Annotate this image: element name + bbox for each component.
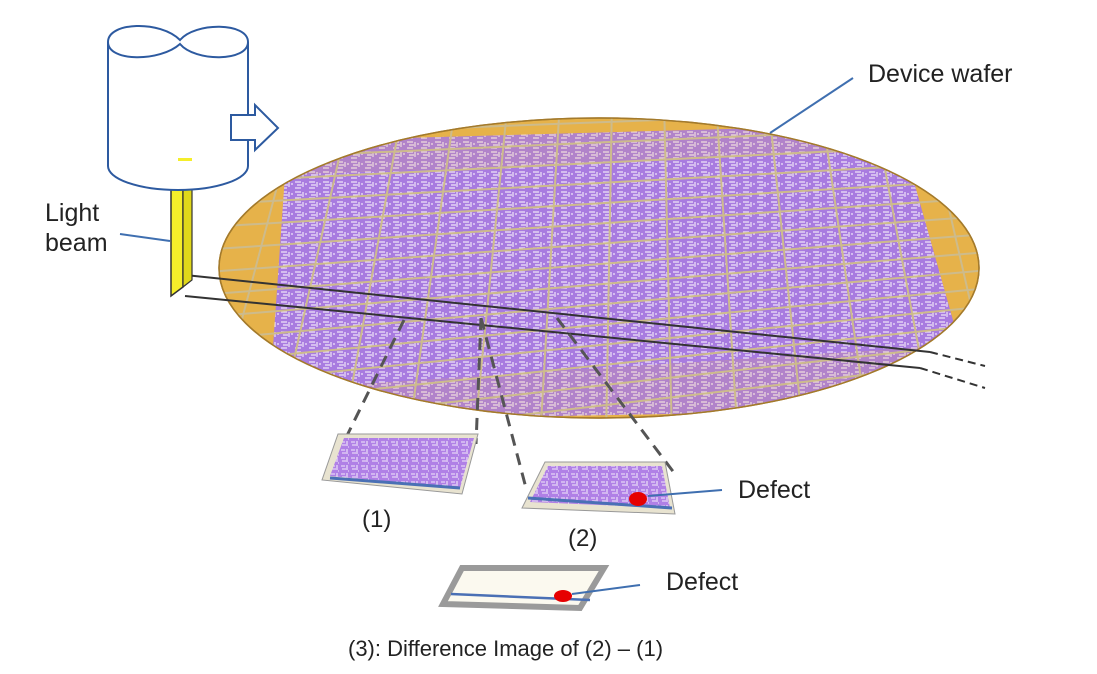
difference-caption: (3): Difference Image of (2) – (1): [348, 636, 663, 661]
defect-marker-image-2: [629, 492, 647, 506]
die-grid-line: [715, 118, 739, 418]
die-grid-line: [219, 286, 979, 364]
camera-cylinder: [106, 24, 250, 191]
light-beam-label-line1: Light: [45, 199, 99, 227]
die-grid-line: [539, 118, 561, 418]
defect-marker-difference: [554, 590, 572, 602]
defect-label-difference: Defect: [666, 568, 738, 596]
die-grid-line: [663, 118, 673, 418]
die-grid-line: [219, 232, 979, 296]
die-grid-line: [219, 196, 979, 251]
callout-lines: [119, 77, 854, 595]
die-grid-line: [219, 178, 979, 229]
image-1-thumbnail: [321, 433, 479, 495]
image-1-label: (1): [362, 506, 391, 533]
image-2-thumbnail: [521, 461, 676, 515]
scan-direction-arrow-icon: [230, 102, 280, 153]
die-grid-line: [200, 89, 1000, 115]
scan-lines: [184, 274, 986, 389]
device-wafer-label: Device wafer: [868, 60, 1013, 88]
die-grid-line: [219, 268, 979, 341]
difference-image: [438, 565, 610, 612]
light-beam: [170, 185, 193, 298]
die-grid-line: [219, 160, 979, 206]
die-grid-line: [219, 304, 979, 386]
die-grid-line: [767, 118, 805, 418]
device-wafer: [200, 89, 1000, 419]
defect-label-image-2: Defect: [738, 476, 810, 504]
die-grid-line: [219, 250, 979, 319]
die-grid-line: [407, 118, 457, 418]
projection-lines: [330, 317, 677, 489]
light-beam-label-line2: beam: [45, 229, 108, 257]
die-array: [200, 89, 1000, 418]
die-grid-line: [975, 118, 979, 418]
die-grid-line: [219, 214, 979, 274]
image-2-label: (2): [568, 525, 597, 552]
